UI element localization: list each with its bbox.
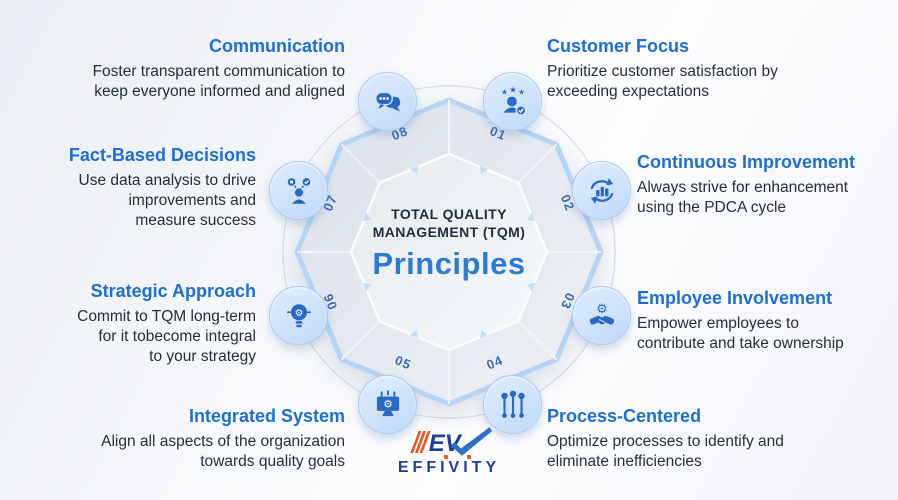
principle-line: Use data analysis to drive <box>78 172 256 189</box>
tqm-octagon-diagram: 01 02 03 04 05 06 07 08 <box>282 85 616 419</box>
principle-strategic-approach: Strategic Approach Commit to TQM long-te… <box>18 281 256 367</box>
principle-line: measure success <box>135 212 256 229</box>
tqm-heading-line1: TOTAL QUALITY <box>391 206 507 222</box>
svg-text:⚙: ⚙ <box>596 301 607 316</box>
communication-icon-circle <box>358 72 417 131</box>
principle-line: exceeding expectations <box>547 83 710 100</box>
svg-text:★: ★ <box>509 85 517 95</box>
integrated-system-icon-circle: ⚙ <box>358 375 417 434</box>
ring-number-05: 05 <box>393 352 414 372</box>
principle-line: keep everyone informed and aligned <box>94 83 345 100</box>
logo-letters: TY <box>471 459 501 476</box>
svg-text:⚙: ⚙ <box>294 308 303 319</box>
octagon-inner <box>349 152 549 352</box>
continuous-improvement-icon <box>590 177 613 204</box>
principle-title: Continuous Improvement <box>637 152 856 172</box>
principles-title: Principles <box>372 246 526 281</box>
customer-focus-icon: ★ ★ ★ <box>501 85 526 116</box>
svg-text:⚙: ⚙ <box>383 397 393 410</box>
principle-line: improvements and <box>128 192 256 209</box>
integrated-system-icon: ⚙ <box>376 389 399 416</box>
logo-mark-text: EV <box>429 430 463 457</box>
principle-line: contribute and take ownership <box>637 335 844 352</box>
principle-title: Communication <box>208 36 345 56</box>
principle-communication: Communication Foster transparent communi… <box>40 36 345 102</box>
center-label: TOTAL QUALITY MANAGEMENT (TQM) Principle… <box>329 205 569 282</box>
principle-line: Foster transparent communication to <box>92 63 345 80</box>
principle-line: Align all aspects of the organization <box>101 433 345 450</box>
principle-title: Employee Involvement <box>637 288 833 308</box>
svg-text:★: ★ <box>501 87 508 96</box>
process-centered-icon-circle <box>483 375 542 434</box>
strategic-approach-icon-circle: ⚙ <box>269 286 328 345</box>
principle-fact-based-decisions: Fact-Based Decisions Use data analysis t… <box>18 145 256 231</box>
principle-line: using the PDCA cycle <box>637 199 787 216</box>
customer-focus-icon-circle: ★ ★ ★ <box>483 72 542 131</box>
principle-line: Commit to TQM long-term <box>77 308 256 325</box>
logo-letters: EFF <box>397 459 441 476</box>
fact-based-decisions-icon <box>287 177 310 204</box>
svg-text:★: ★ <box>518 87 525 96</box>
principle-title: Customer Focus <box>547 36 690 56</box>
employee-involvement-icon-circle: ⚙ <box>572 286 631 345</box>
principle-line: Always strive for enhancement <box>637 179 849 196</box>
principle-process-centered: Process-Centered Optimize processes to i… <box>547 406 865 472</box>
effivity-logo: EV EFFIVITY <box>382 426 516 477</box>
principle-customer-focus: Customer Focus Prioritize customer satis… <box>547 36 859 102</box>
strategic-approach-icon: ⚙ <box>286 303 311 327</box>
principle-employee-involvement: Employee Involvement Empower employees t… <box>637 288 897 354</box>
principle-line: Empower employees to <box>637 315 799 332</box>
logo-letter-i: I <box>440 455 449 476</box>
principle-line: for it tobecome integral <box>98 328 256 345</box>
octagon-segment-dividers <box>297 100 601 404</box>
principle-line: to your strategy <box>149 348 256 365</box>
principle-title: Fact-Based Decisions <box>68 145 256 165</box>
principle-title: Integrated System <box>188 406 345 426</box>
principle-title: Strategic Approach <box>90 281 256 301</box>
principle-integrated-system: Integrated System Align all aspects of t… <box>38 406 345 472</box>
outer-ring-circle <box>282 85 616 419</box>
principle-line: Optimize processes to identify and <box>547 433 784 450</box>
logo-letters: V <box>448 459 464 476</box>
principle-line: Prioritize customer satisfaction by <box>547 63 778 80</box>
communication-icon <box>374 91 400 112</box>
inner-arrows <box>362 165 536 339</box>
process-centered-icon <box>500 390 525 418</box>
principle-line: towards quality goals <box>200 453 345 470</box>
principle-continuous-improvement: Continuous Improvement Always strive for… <box>637 152 895 218</box>
continuous-improvement-icon-circle <box>572 161 631 220</box>
principle-title: Process-Centered <box>547 406 702 426</box>
employee-involvement-icon: ⚙ <box>589 301 614 325</box>
ring-number-04: 04 <box>484 352 505 372</box>
principle-line: eliminate inefficiencies <box>547 453 702 470</box>
fact-based-decisions-icon-circle <box>269 161 328 220</box>
effivity-logo-mark-icon: EV <box>410 427 493 457</box>
tqm-heading-line2: MANAGEMENT (TQM) <box>372 224 526 240</box>
effivity-wordmark: EFFIVITY <box>382 455 516 477</box>
logo-letter-i: I <box>463 455 472 476</box>
